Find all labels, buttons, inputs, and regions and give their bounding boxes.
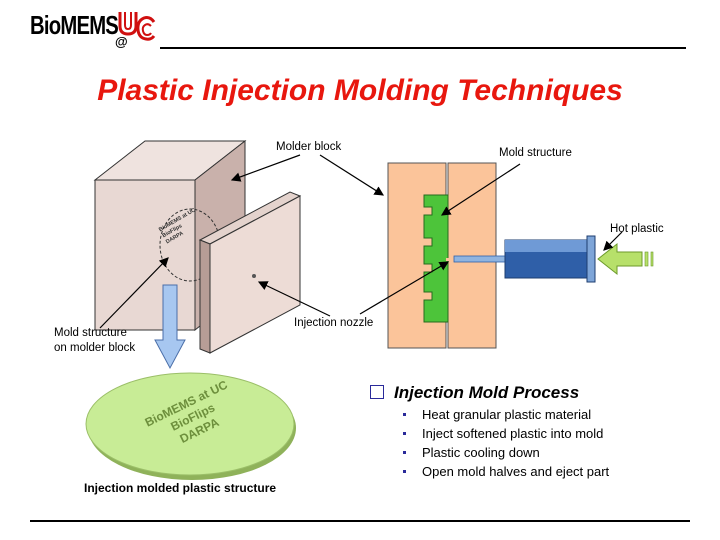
slide-title: Plastic Injection Molding Techniques [97, 74, 623, 107]
label-mold-on-block-line1: Mold structure [54, 327, 127, 339]
injection-barrel [453, 235, 596, 283]
mold-structure [387, 162, 497, 349]
bullet-icon [403, 451, 406, 454]
down-arrow-icon [154, 284, 186, 370]
molder-block-front [198, 191, 302, 354]
process-step-text: Plastic cooling down [422, 445, 540, 460]
uc-logo-icon [118, 12, 156, 41]
process-step: Heat granular plastic material [398, 407, 700, 426]
process-steps: Heat granular plastic material Inject so… [398, 407, 700, 483]
checkbox-bullet-icon [370, 385, 384, 399]
process-step-text: Inject softened plastic into mold [422, 426, 604, 441]
process-step-text: Heat granular plastic material [422, 407, 592, 422]
callout-lines [99, 154, 623, 329]
label-mold-structure: Mold structure [499, 147, 572, 159]
label-hot-plastic: Hot plastic [610, 223, 664, 235]
label-mold-on-block-line2: on molder block [54, 342, 136, 354]
bullet-icon [403, 470, 406, 473]
label-structure-caption: Injection molded plastic structure [84, 481, 277, 495]
process-section: Injection Mold Process Heat granular pla… [370, 383, 700, 483]
hot-plastic-arrow-icon [597, 242, 654, 276]
process-step: Plastic cooling down [398, 445, 700, 464]
process-step-text: Open mold halves and eject part [422, 464, 610, 479]
header-rule [160, 47, 686, 49]
process-heading-row: Injection Mold Process [370, 383, 700, 405]
label-injection-nozzle: Injection nozzle [294, 317, 374, 329]
bullet-icon [403, 432, 406, 435]
logo-at-symbol: @ [115, 34, 128, 49]
process-step: Inject softened plastic into mold [398, 426, 700, 445]
footer-rule [30, 520, 690, 522]
bullet-icon [403, 413, 406, 416]
label-molder-block: Molder block [276, 141, 342, 153]
process-heading: Injection Mold Process [394, 383, 580, 402]
process-step: Open mold halves and eject part [398, 464, 700, 483]
molded-disc [85, 372, 296, 480]
biomems-logo-text: BioMEMS [30, 10, 119, 40]
